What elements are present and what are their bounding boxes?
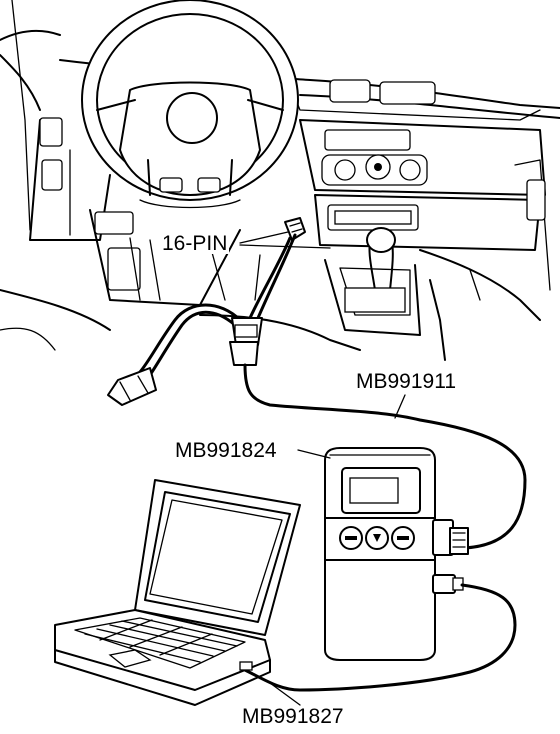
interface-box [297, 447, 469, 661]
steering-wheel [81, 0, 299, 209]
laptop [54, 479, 301, 706]
label-16-pin: 16-PIN [160, 232, 230, 255]
label-mb991824: MB991824 [173, 439, 279, 462]
main-cable [107, 233, 527, 550]
label-mb991911: MB991911 [354, 370, 459, 393]
usb-cable [243, 583, 517, 706]
obd-connector [239, 217, 306, 244]
label-mb991827: MB991827 [240, 705, 346, 728]
